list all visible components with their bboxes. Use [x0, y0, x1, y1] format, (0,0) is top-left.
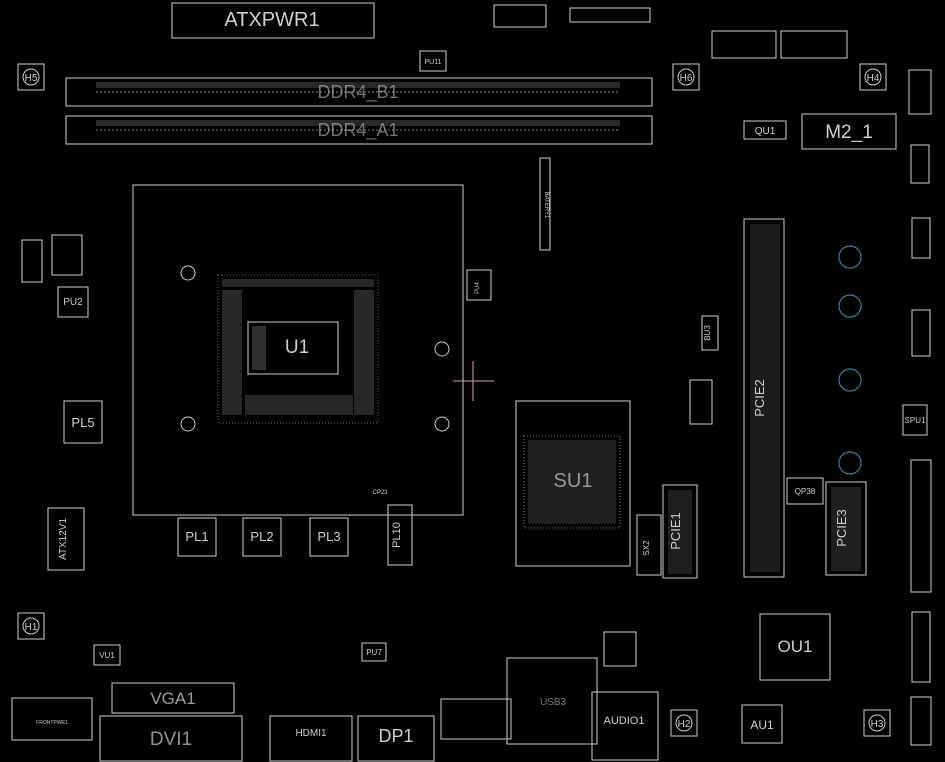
pcie2-label: PCIE2: [752, 379, 767, 417]
bu3-label: BU3: [703, 325, 712, 341]
pl10-choke: [387, 504, 413, 566]
qu1-chip: [743, 120, 787, 140]
pu2-chip: [57, 286, 89, 318]
usb-stack: [440, 698, 512, 740]
pu2-label: PU2: [63, 297, 83, 308]
audio1-label: AUDIO1: [604, 715, 645, 727]
h4-hole: [859, 63, 887, 91]
pcie1-label: PCIE1: [668, 512, 683, 550]
h1-hole: [17, 612, 45, 640]
atxpwr-connector: [171, 2, 375, 39]
ddr4-b1-slot: [65, 77, 653, 107]
pcie-mount-holes: [838, 245, 862, 475]
h2-hole: [670, 709, 698, 737]
pl2-label: PL2: [250, 529, 273, 544]
h2-label: H2: [678, 719, 691, 730]
pu7-label: PU7: [366, 648, 382, 657]
cpu-pad-field: [222, 279, 374, 415]
pcie2-slot: [743, 218, 785, 578]
au1-label: AU1: [750, 718, 774, 732]
hdmi1-connector: [269, 715, 353, 762]
pcie1-slot: [662, 484, 698, 579]
m2-slot: [801, 113, 897, 150]
pl5-choke: [63, 400, 103, 444]
pcie3-slot: [825, 481, 867, 576]
pu11-label: PU11: [425, 59, 442, 66]
cpu-socket-outline: [132, 184, 464, 516]
lan-connector: [506, 657, 598, 745]
sx2-label: SX2: [642, 540, 651, 556]
vga1-connector: [111, 682, 235, 714]
crosshair-marker: [453, 361, 494, 401]
qp38-label: QP38: [795, 487, 816, 496]
h3-label: H3: [871, 719, 884, 730]
pl1-choke: [177, 517, 217, 557]
atx12v-label: ATX12V1: [58, 518, 69, 560]
h3-hole: [863, 709, 891, 737]
dvi1-label: DVI1: [150, 729, 192, 750]
m2-label: M2_1: [825, 122, 873, 143]
dp1-connector: [357, 715, 435, 762]
ddr4-b1-label: DDR4_B1: [317, 82, 398, 103]
cp23-label: CP23: [372, 490, 388, 496]
cpu-core-outline: [247, 321, 339, 375]
pl5-label: PL5: [71, 415, 94, 430]
vga1-label: VGA1: [150, 689, 195, 708]
pl3-label: PL3: [317, 529, 340, 544]
su1-label: SU1: [554, 470, 593, 492]
ou1-label: OU1: [778, 637, 813, 656]
u1-label: U1: [285, 337, 309, 358]
qu1-label: QU1: [755, 126, 776, 137]
spu1-label: SPU1: [905, 416, 926, 425]
pl2-choke: [242, 517, 282, 557]
pl1-label: PL1: [185, 529, 208, 544]
pl10-label: PL10: [391, 522, 403, 548]
h5-label: H5: [25, 73, 38, 84]
pcie3-label: PCIE3: [834, 509, 849, 547]
h1-label: H1: [25, 622, 38, 633]
batery-label: BATERY1: [543, 192, 549, 219]
pu4-label: PU4: [475, 282, 481, 294]
h5-hole: [17, 63, 45, 91]
vu1-label: VU1: [99, 651, 115, 660]
h6-hole: [672, 63, 700, 91]
frontpwr-header: [11, 697, 93, 741]
hdmi1-label: HDMI1: [295, 728, 327, 739]
audio1-connector: [591, 691, 659, 761]
usb3-label: USB3: [540, 697, 567, 708]
dvi1-connector: [99, 715, 243, 762]
ddr4-a1-label: DDR4_A1: [317, 120, 398, 141]
chipset-outline: [515, 400, 631, 567]
pl3-choke: [309, 517, 349, 557]
dp1-label: DP1: [378, 726, 413, 746]
h6-label: H6: [680, 73, 693, 84]
au1-chip: [741, 704, 783, 744]
chipset-pad-field: [528, 440, 616, 524]
ddr4-a1-slot: [65, 115, 653, 145]
atxpwr-label: ATXPWR1: [224, 9, 319, 31]
ou1-chip: [759, 613, 831, 681]
frontpwr-label: FRONTPWR1: [36, 720, 68, 726]
h4-label: H4: [867, 73, 880, 84]
